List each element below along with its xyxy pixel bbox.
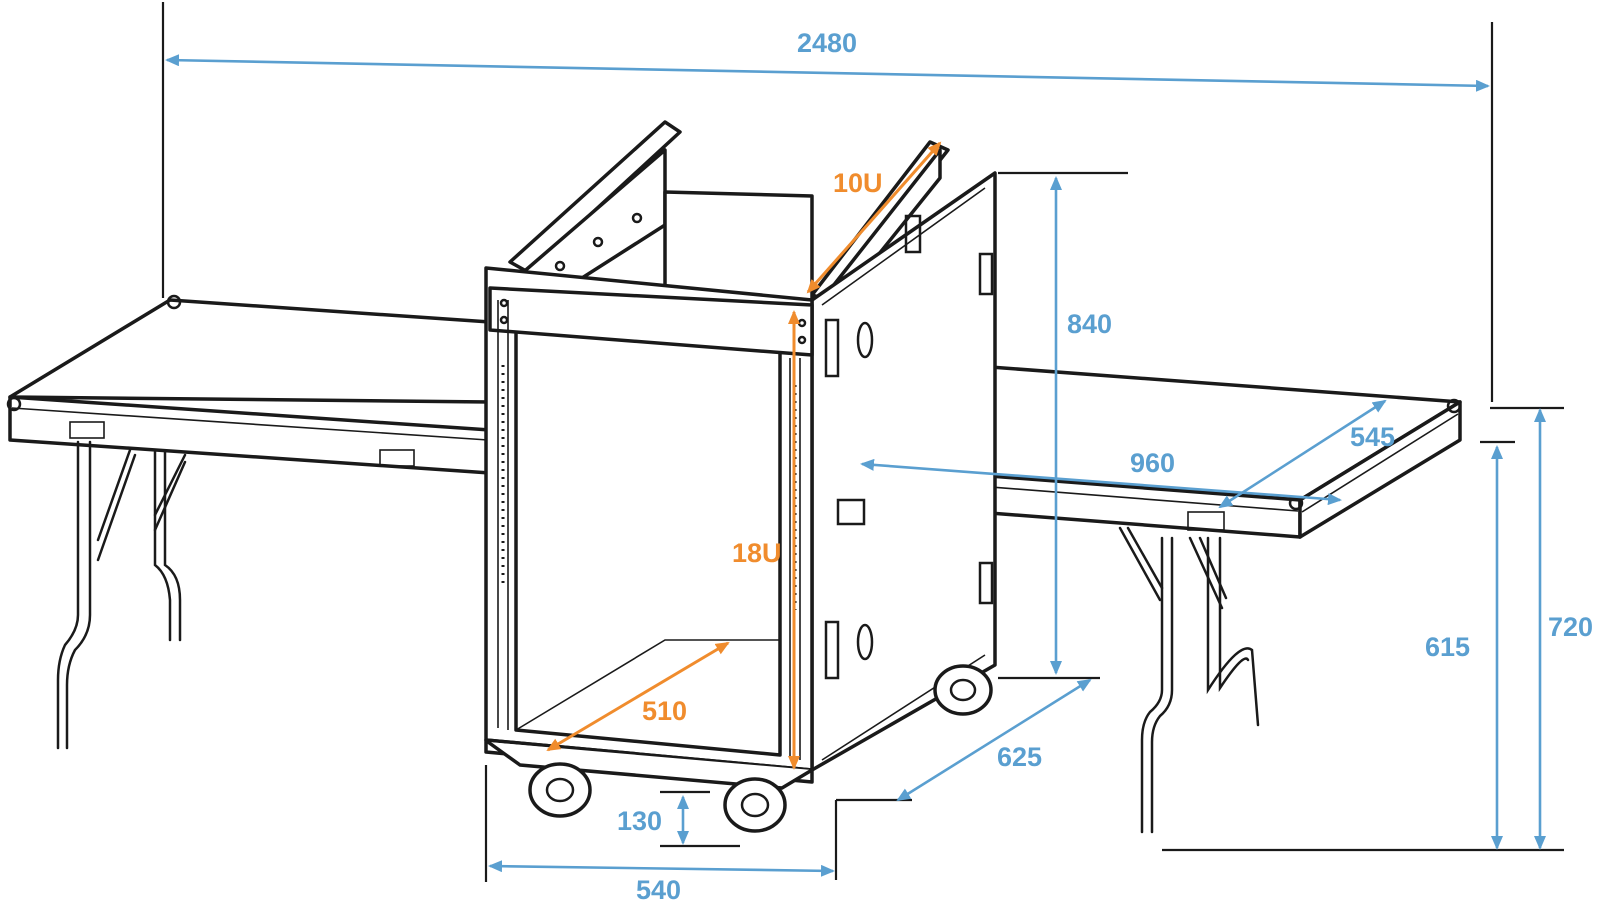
dimension-arrows <box>165 54 1546 877</box>
label-table-width: 960 <box>1130 448 1175 478</box>
dim-rack-top-arrow <box>806 141 942 294</box>
label-rack-height-top: 10U <box>833 168 883 198</box>
dim-total-width-arrow <box>165 54 1490 92</box>
label-case-depth: 625 <box>997 742 1042 772</box>
label-table-depth: 545 <box>1350 422 1395 452</box>
dim-rack-depth-arrow <box>546 641 730 752</box>
label-total-width: 2480 <box>797 28 857 58</box>
dim-table-width-arrow <box>860 458 1342 506</box>
label-rack-height-main: 18U <box>732 538 782 568</box>
label-table-top-height: 615 <box>1425 632 1470 662</box>
dim-case-width-arrow <box>488 860 835 877</box>
label-rack-depth: 510 <box>642 696 687 726</box>
dim-case-depth-arrow <box>896 678 1092 802</box>
label-overall-height: 720 <box>1548 612 1593 642</box>
rack-case <box>484 120 997 833</box>
label-case-height: 840 <box>1067 309 1112 339</box>
left-side-table <box>6 294 492 750</box>
dimension-labels: 2480 10U 840 545 960 18U 615 720 510 625… <box>617 28 1593 904</box>
label-wheel-height: 130 <box>617 806 662 836</box>
label-case-width: 540 <box>636 875 681 904</box>
